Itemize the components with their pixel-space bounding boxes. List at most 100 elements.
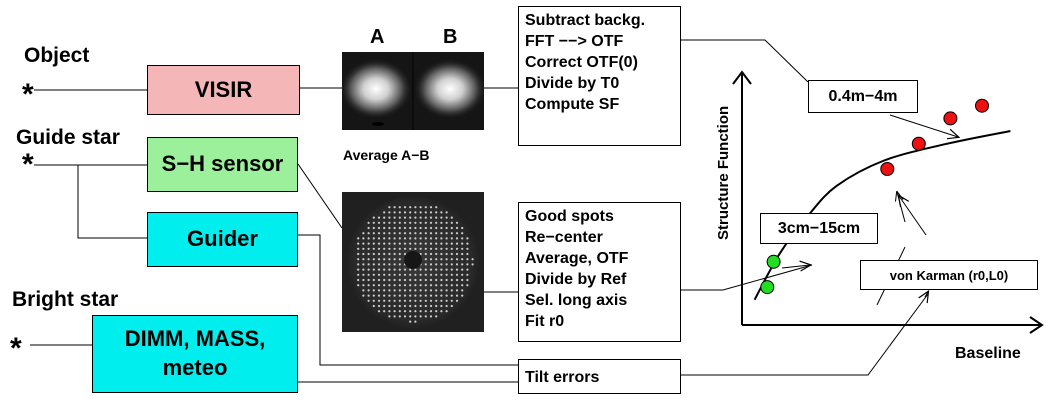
lenslet-spot	[435, 206, 438, 209]
lenslet-spot	[419, 278, 422, 282]
lenslet-spot	[393, 289, 396, 292]
lenslet-spot	[440, 268, 443, 271]
lenslet-spot	[450, 232, 453, 235]
lenslet-spot	[388, 284, 391, 287]
mid-step: Re−center	[525, 229, 603, 246]
sh-sensor-box: S−H sensor	[147, 137, 298, 192]
lenslet-spot	[414, 294, 417, 297]
lenslet-spot	[372, 299, 375, 302]
lenslet-spot	[455, 252, 459, 256]
lenslet-spot	[466, 278, 469, 282]
lenslet-spot	[445, 284, 448, 287]
top-step: Compute SF	[525, 96, 620, 113]
short-baseline-point	[760, 280, 775, 295]
lenslet-spot	[466, 247, 469, 250]
top-step: Subtract backg.	[525, 12, 646, 29]
lenslet-spot	[455, 268, 459, 271]
lenslet-spot	[383, 232, 386, 235]
lenslet-spot	[429, 289, 433, 292]
lenslet-spot	[409, 206, 412, 209]
lenslet-spot	[377, 268, 381, 271]
lenslet-spot	[388, 237, 391, 240]
lenslet-spot	[377, 226, 381, 230]
lenslet-spot	[393, 258, 396, 261]
lenslet-spot	[398, 226, 401, 230]
lenslet-spot	[377, 299, 381, 302]
lenslet-spot	[403, 289, 407, 292]
long-baseline-point	[943, 111, 958, 126]
lenslet-spot	[398, 232, 401, 235]
lenslet-spot	[429, 278, 433, 282]
lenslet-spot	[445, 237, 448, 240]
lenslet-spot	[393, 294, 396, 297]
lenslet-spot	[403, 268, 407, 271]
lenslet-spot	[409, 278, 412, 282]
lenslet-spot	[403, 226, 407, 230]
y-axis-label: Structure Function	[715, 105, 732, 240]
y-axis-arrow	[732, 70, 752, 85]
lenslet-spot	[403, 242, 407, 245]
lenslet-spot	[455, 226, 459, 230]
lenslet-spot	[429, 294, 433, 297]
lenslet-spot	[450, 258, 453, 261]
lenslet-spot	[440, 284, 443, 287]
lenslet-spot	[466, 263, 469, 266]
lenslet-spot	[388, 299, 391, 302]
short-baseline-tag: 3cm−15cm	[760, 213, 878, 244]
lenslet-spot	[445, 310, 448, 313]
long-baseline-point	[880, 162, 895, 176]
lenslet-spot	[383, 310, 386, 313]
lenslet-spot	[440, 304, 443, 308]
lenslet-spot	[393, 211, 396, 214]
lenslet-spot	[388, 247, 391, 250]
lenslet-spot	[388, 232, 391, 235]
lenslet-spot	[455, 247, 459, 250]
lenslet-spot	[455, 237, 459, 240]
lenslet-spot	[445, 221, 448, 224]
lenslet-spot	[466, 268, 469, 271]
lenslet-spot	[372, 294, 375, 297]
lenslet-spot	[377, 263, 381, 266]
lenslet-spot	[393, 263, 396, 266]
lenslet-spot	[414, 206, 417, 209]
lenslet-spot	[383, 226, 386, 230]
visir-box: VISIR	[147, 65, 300, 115]
lenslet-spot	[372, 232, 375, 235]
lenslet-spot	[367, 232, 370, 235]
lenslet-spot	[455, 263, 459, 266]
lenslet-spot	[440, 310, 443, 313]
lenslet-spot	[372, 237, 375, 240]
lenslet-spot	[409, 294, 412, 297]
lenslet-spot	[414, 226, 417, 230]
lenslet-spot	[445, 258, 448, 261]
lenslet-spot	[450, 289, 453, 292]
lenslet-spot	[414, 232, 417, 235]
lenslet-spot	[393, 299, 396, 302]
lenslet-spot	[362, 258, 365, 261]
lenslet-spot	[414, 216, 417, 219]
lenslet-spot	[414, 237, 417, 240]
lenslet-spot	[398, 294, 401, 297]
lenslet-spot	[419, 315, 422, 318]
lenslet-spot	[398, 284, 401, 287]
lenslet-spot	[398, 278, 401, 282]
lenslet-spot	[409, 247, 412, 250]
lenslet-spot	[461, 263, 464, 266]
lenslet-spot	[424, 268, 427, 271]
lenslet-spot	[377, 294, 381, 297]
lenslet-spot	[367, 294, 370, 297]
lenslet-spot	[398, 258, 401, 261]
lenslet-spot	[455, 242, 459, 245]
lenslet-spot	[429, 284, 433, 287]
lenslet-spot	[367, 237, 370, 240]
lenslet-spot	[367, 221, 370, 224]
lenslet-spot	[429, 237, 433, 240]
lenslet-spot	[377, 216, 381, 219]
lenslet-spot	[424, 206, 427, 209]
lenslet-spot	[372, 216, 375, 219]
lenslet-spot	[445, 304, 448, 308]
lenslet-spot	[435, 289, 438, 292]
guider-box: Guider	[147, 212, 298, 267]
lenslet-spot	[409, 273, 412, 276]
lenslet-spot	[372, 268, 375, 271]
